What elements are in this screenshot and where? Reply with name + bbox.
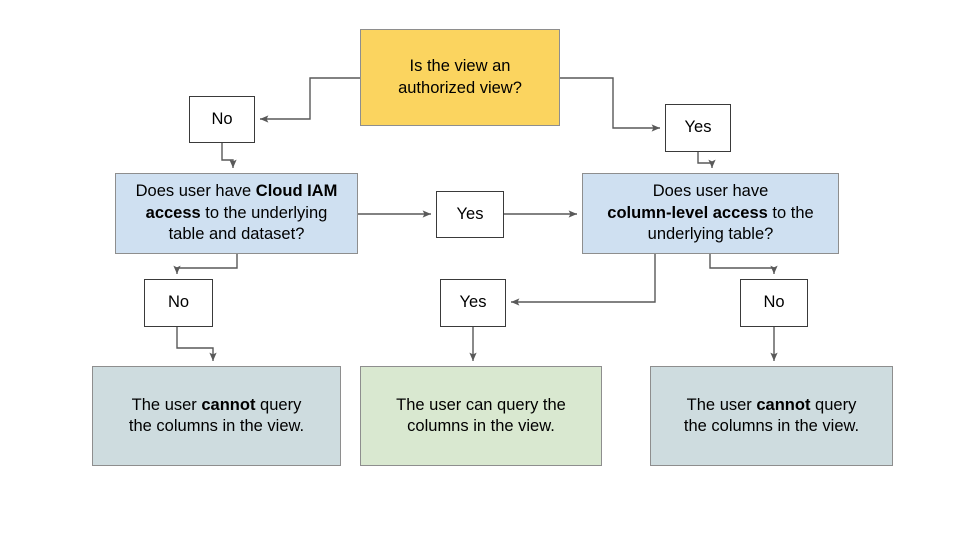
edge-iam-to-no-2 [173, 254, 238, 274]
decision-is-authorized-view[interactable]: Is the view an authorized view? [360, 29, 560, 126]
edge-root-to-yes-1 [560, 77, 660, 132]
edge-no1-to-iam [221, 143, 237, 168]
label-yes-has-column-access[interactable]: Yes [440, 279, 506, 327]
edge-root-to-no-1 [260, 77, 360, 123]
label-no-lacks-column-access-text: No [763, 293, 785, 312]
label-no-lacks-column-access[interactable]: No [740, 279, 808, 327]
label-no-lacks-iam-access-text: No [167, 293, 190, 312]
label-no-not-authorized-view[interactable]: No [189, 96, 255, 143]
label-yes-has-iam-access-text: Yes [456, 204, 484, 223]
edge-no2-to-terminal-left [176, 327, 217, 361]
decision-is-authorized-view-label: Is the view an authorized view? [398, 57, 522, 97]
label-yes-authorized-view-text: Yes [684, 118, 712, 137]
label-no-lacks-iam-access[interactable]: No [144, 279, 213, 327]
label-yes-has-column-access-text: Yes [459, 293, 487, 312]
edge-yes1-to-column [697, 152, 716, 168]
label-yes-authorized-view[interactable]: Yes [665, 104, 731, 152]
label-no-not-authorized-view-text: No [211, 109, 233, 128]
label-yes-has-iam-access[interactable]: Yes [436, 191, 504, 238]
edge-column-to-yes-3 [511, 254, 656, 306]
edge-column-to-no-3 [709, 254, 778, 274]
